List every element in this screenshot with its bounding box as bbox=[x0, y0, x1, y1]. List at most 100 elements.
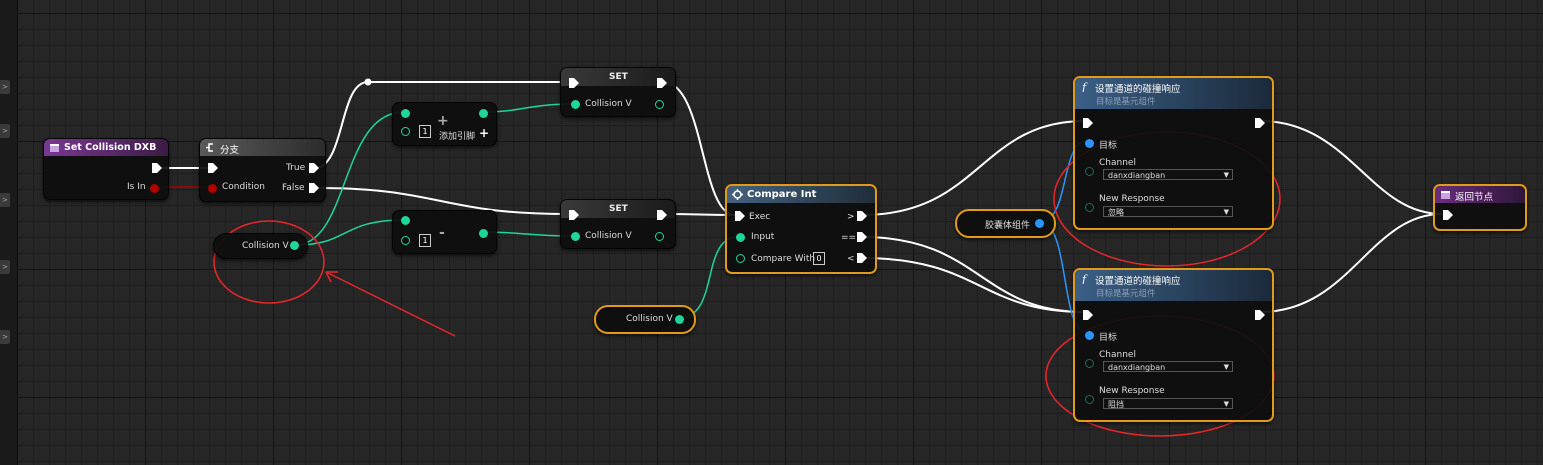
add-pin-icon[interactable]: + bbox=[479, 126, 490, 140]
condition-pin[interactable] bbox=[208, 184, 217, 193]
svg-text:f: f bbox=[1081, 273, 1088, 284]
new-response-dropdown[interactable]: 阻挡 ▼ bbox=[1103, 398, 1233, 409]
collision-v-out-pin[interactable] bbox=[655, 232, 664, 241]
subtract-node[interactable]: - 1 bbox=[392, 210, 497, 254]
new-response-value: 忽略 bbox=[1108, 208, 1124, 217]
exec-in-pin[interactable] bbox=[735, 211, 745, 221]
gt-exec-pin[interactable] bbox=[857, 211, 867, 221]
collision-v-getter-node[interactable]: Collision V bbox=[213, 233, 308, 259]
eq-exec-pin[interactable] bbox=[857, 232, 867, 242]
target-pin[interactable] bbox=[1085, 139, 1094, 148]
add-input-b-pin[interactable] bbox=[401, 127, 410, 136]
exec-in-pin[interactable] bbox=[1443, 210, 1453, 220]
subtract-input-a-pin[interactable] bbox=[401, 216, 410, 225]
gt-label: > bbox=[847, 212, 855, 222]
panel-tab[interactable]: > bbox=[0, 260, 10, 274]
compare-with-label: Compare With bbox=[751, 254, 816, 264]
add-output-pin[interactable] bbox=[479, 109, 488, 118]
int-wire bbox=[483, 231, 573, 237]
subtract-output-pin[interactable] bbox=[479, 229, 488, 238]
channel-dropdown[interactable]: danxdiangban▼ bbox=[1103, 361, 1233, 372]
subtract-value-box[interactable]: 1 bbox=[419, 234, 431, 247]
collision-v-out-pin[interactable] bbox=[675, 315, 684, 324]
annotation-arrow bbox=[325, 271, 456, 337]
exec-out-pin[interactable] bbox=[152, 163, 162, 173]
input-pin[interactable] bbox=[736, 233, 745, 242]
exec-out-pin[interactable] bbox=[1255, 118, 1265, 128]
new-response-label: New Response bbox=[1099, 194, 1165, 204]
exec-in-pin[interactable] bbox=[569, 210, 579, 220]
channel-pin[interactable] bbox=[1085, 359, 1094, 368]
target-label: 目标 bbox=[1099, 333, 1118, 343]
set-collision-v-bottom-node[interactable]: SET Collision V bbox=[560, 199, 676, 249]
exec-in-pin[interactable] bbox=[1083, 118, 1093, 128]
new-response-value: 阻挡 bbox=[1108, 400, 1124, 409]
compare-with-pin[interactable] bbox=[736, 254, 745, 263]
new-response-pin[interactable] bbox=[1085, 395, 1094, 404]
node-subtitle: 目标是基元组件 bbox=[1096, 289, 1156, 299]
exec-wire bbox=[1259, 120, 1443, 215]
collision-v-label: Collision V bbox=[242, 241, 289, 251]
exec-out-pin[interactable] bbox=[1255, 310, 1265, 320]
exec-wire bbox=[861, 236, 1086, 313]
node-title: 分支 bbox=[220, 145, 240, 156]
collision-v-out-pin[interactable] bbox=[290, 241, 299, 250]
subtract-input-b-pin[interactable] bbox=[401, 236, 410, 245]
new-response-pin[interactable] bbox=[1085, 203, 1094, 212]
true-exec-pin[interactable] bbox=[309, 163, 319, 173]
channel-label: Channel bbox=[1099, 350, 1136, 360]
panel-tab[interactable]: > bbox=[0, 330, 10, 344]
exec-wire bbox=[317, 187, 569, 215]
lt-exec-pin[interactable] bbox=[857, 253, 867, 263]
node-title: Compare Int bbox=[747, 189, 817, 200]
lt-label: < bbox=[847, 254, 855, 264]
collision-v-out-pin[interactable] bbox=[655, 100, 664, 109]
exec-in-pin[interactable] bbox=[569, 78, 579, 88]
add-node[interactable]: + 1 添加引脚 + bbox=[392, 102, 497, 146]
node-title: 返回节点 bbox=[1455, 192, 1494, 203]
is-in-label: Is In bbox=[127, 182, 146, 192]
add-input-a-pin[interactable] bbox=[401, 109, 410, 118]
set-collision-response-top-node[interactable]: f 设置通道的碰撞响应 目标是基元组件 目标 Channel danxdiang… bbox=[1073, 76, 1274, 230]
collision-v-in-pin[interactable] bbox=[571, 100, 580, 109]
collision-v-label: Collision V bbox=[626, 314, 673, 324]
add-operator: + bbox=[437, 113, 449, 129]
target-pin[interactable] bbox=[1085, 331, 1094, 340]
capsule-component-getter-node[interactable]: 胶囊体组件 bbox=[955, 209, 1056, 238]
capsule-component-out-pin[interactable] bbox=[1035, 219, 1044, 228]
svg-text:f: f bbox=[1081, 81, 1088, 92]
channel-pin[interactable] bbox=[1085, 167, 1094, 176]
node-subtitle: 目标是基元组件 bbox=[1096, 97, 1156, 107]
branch-node[interactable]: 分支 Condition True False bbox=[199, 138, 326, 202]
exec-out-pin[interactable] bbox=[657, 210, 667, 220]
channel-dropdown[interactable]: danxdiangban▼ bbox=[1103, 169, 1233, 180]
compare-with-value[interactable]: 0 bbox=[813, 252, 825, 265]
chevron-down-icon: ▼ bbox=[1223, 400, 1229, 408]
panel-tab[interactable]: > bbox=[0, 193, 10, 207]
new-response-dropdown[interactable]: 忽略▼ bbox=[1103, 206, 1233, 217]
compare-int-node[interactable]: Compare Int Exec Input Compare With 0 > … bbox=[725, 184, 877, 274]
is-in-pin[interactable] bbox=[150, 184, 159, 193]
exec-in-pin[interactable] bbox=[1083, 310, 1093, 320]
set-collision-v-top-node[interactable]: SET Collision V bbox=[560, 67, 676, 117]
add-pin-label[interactable]: 添加引脚 bbox=[439, 132, 476, 142]
set-collision-dxb-node[interactable]: Set Collision DXB Is In bbox=[43, 138, 169, 200]
node-title: SET bbox=[609, 72, 628, 82]
target-label: 目标 bbox=[1099, 141, 1118, 151]
panel-tab[interactable]: > bbox=[0, 124, 10, 138]
node-title: SET bbox=[609, 204, 628, 214]
eq-label: == bbox=[841, 233, 857, 243]
exec-out-pin[interactable] bbox=[657, 78, 667, 88]
reroute-node bbox=[364, 78, 372, 86]
false-exec-pin[interactable] bbox=[309, 183, 319, 193]
panel-tab[interactable]: > bbox=[0, 80, 10, 94]
channel-value: danxdiangban bbox=[1108, 363, 1166, 372]
collision-v-getter-selected-node[interactable]: Collision V bbox=[594, 305, 696, 334]
add-value-box[interactable]: 1 bbox=[419, 125, 431, 138]
exec-in-pin[interactable] bbox=[208, 163, 218, 173]
condition-label: Condition bbox=[222, 182, 265, 192]
return-node[interactable]: 返回节点 bbox=[1433, 184, 1527, 231]
collision-v-in-pin[interactable] bbox=[571, 232, 580, 241]
int-wire bbox=[483, 103, 573, 113]
set-collision-response-bottom-node[interactable]: f 设置通道的碰撞响应 目标是基元组件 目标 Channel danxdiang… bbox=[1073, 268, 1274, 422]
